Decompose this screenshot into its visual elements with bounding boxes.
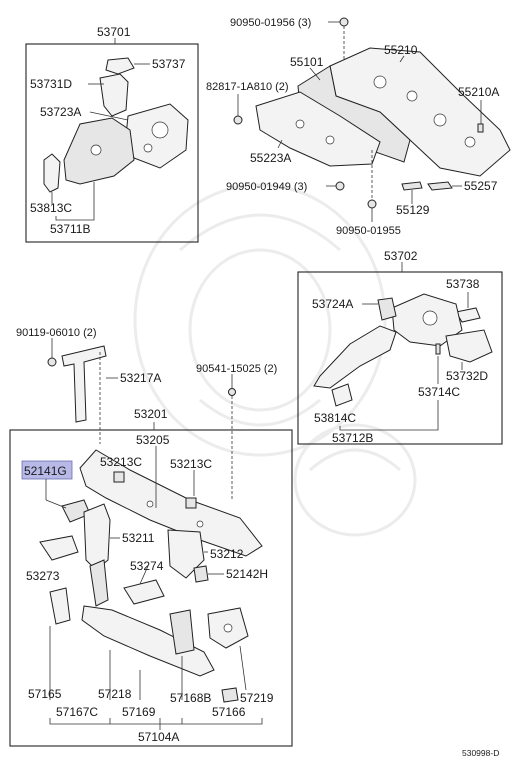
- group-box-53702: [297, 271, 503, 445]
- label-53702: 53702: [384, 249, 418, 263]
- label-53217A: 53217A: [120, 371, 161, 385]
- label-90950-01949: 90950-01949 (3): [226, 181, 307, 193]
- part-53273-lower[interactable]: [49, 587, 71, 625]
- part-53213C-right[interactable]: [185, 497, 197, 509]
- label-53711B: 53711B: [50, 222, 90, 236]
- bolt-90119[interactable]: [47, 357, 57, 367]
- watermark-emblem: [133, 183, 417, 537]
- part-53738[interactable]: [455, 307, 481, 323]
- label-55210: 55210: [384, 43, 418, 57]
- label-57167C: 57167C: [56, 705, 98, 719]
- group-53201: 53201 53205 52141G 53213C 53213C 53211 5…: [9, 407, 293, 747]
- part-clip-57166[interactable]: [221, 687, 239, 703]
- label-57168B: 57168B: [170, 691, 211, 705]
- bolt-90541[interactable]: [228, 388, 236, 396]
- label-53714C: 53714C: [418, 385, 460, 399]
- label-53738: 53738: [446, 277, 480, 291]
- group-box-53701: [25, 43, 199, 243]
- label-55129: 55129: [396, 203, 430, 217]
- label-53814C: 53814C: [314, 411, 356, 425]
- highlight-52141G: [21, 460, 73, 480]
- label-57165: 57165: [28, 687, 62, 701]
- part-lower-support[interactable]: [81, 605, 215, 677]
- label-53211: 53211: [122, 531, 155, 545]
- part-53205[interactable]: [79, 449, 263, 557]
- group-53701: 53701 53737 53731D 53723A 53813C 53711B: [25, 25, 199, 243]
- label-82817: 82817-1A810 (2): [206, 81, 289, 93]
- clip-82817[interactable]: [233, 115, 243, 125]
- part-55129[interactable]: [401, 181, 423, 191]
- clip-90950-01949[interactable]: [335, 181, 345, 191]
- part-53273[interactable]: [39, 535, 79, 561]
- label-57166: 57166: [212, 705, 246, 719]
- part-53737[interactable]: [105, 57, 135, 75]
- part-52142H[interactable]: [193, 565, 209, 583]
- group-dash-panel: 90950-01956 (3) 55210 55101 82817-1A810 …: [206, 17, 511, 237]
- label-53724A: 53724A: [312, 297, 353, 311]
- group-53702: 53702 53738 53724A 53732D 53714C 53814C …: [297, 249, 503, 445]
- part-side-member[interactable]: [313, 325, 397, 389]
- label-53201: 53201: [134, 407, 168, 421]
- label-52142H: 52142H: [226, 567, 268, 581]
- label-90950-01955: 90950-01955: [336, 225, 401, 237]
- label-57104A: 57104A: [138, 730, 179, 744]
- group-box-53201: [9, 429, 293, 747]
- part-53274[interactable]: [123, 579, 165, 605]
- label-53213C-b: 53213C: [170, 457, 212, 471]
- label-52141G[interactable]: 52141G: [24, 464, 67, 478]
- label-57169: 57169: [122, 705, 156, 719]
- part-53813C[interactable]: [43, 153, 61, 193]
- label-53274: 53274: [130, 559, 164, 573]
- group-support-brace: 90119-06010 (2) 53217A 90541-15025 (2): [16, 327, 277, 500]
- label-53701: 53701: [97, 25, 131, 39]
- label-53813C: 53813C: [30, 201, 72, 215]
- clip-90950-01956[interactable]: [339, 17, 349, 27]
- screw-55210A[interactable]: [477, 123, 484, 133]
- part-53724A[interactable]: [377, 297, 397, 321]
- label-55101: 55101: [290, 55, 324, 69]
- label-55223A: 55223A: [250, 151, 291, 165]
- label-53712B: 53712B: [332, 431, 373, 445]
- part-53213C-left[interactable]: [113, 471, 125, 483]
- part-53732D[interactable]: [445, 329, 493, 363]
- label-53205: 53205: [136, 433, 170, 447]
- part-side-bracket-right[interactable]: [169, 609, 195, 655]
- label-90119: 90119-06010 (2): [16, 327, 97, 339]
- label-53273: 53273: [26, 569, 60, 583]
- label-55257: 55257: [464, 179, 498, 193]
- label-90541: 90541-15025 (2): [196, 363, 277, 375]
- part-53814C[interactable]: [331, 383, 353, 407]
- clip-90950-01955[interactable]: [367, 199, 377, 209]
- part-stud[interactable]: [435, 343, 441, 355]
- diagram-ref: 530998-D: [462, 748, 499, 758]
- part-53211[interactable]: [83, 503, 111, 571]
- label-57219: 57219: [240, 691, 274, 705]
- part-53731D[interactable]: [99, 73, 129, 117]
- part-55223A[interactable]: [255, 91, 381, 167]
- label-53213C-a: 53213C: [100, 455, 142, 469]
- part-53217A[interactable]: [61, 345, 107, 423]
- label-57218: 57218: [98, 687, 132, 701]
- label-53737: 53737: [152, 57, 186, 71]
- label-55210A: 55210A: [458, 85, 499, 99]
- label-53731D: 53731D: [30, 77, 72, 91]
- label-53723A: 53723A: [40, 105, 81, 119]
- part-55257[interactable]: [427, 181, 453, 191]
- label-53732D: 53732D: [446, 369, 488, 383]
- part-side-bracket-left[interactable]: [89, 559, 109, 607]
- label-90950-01956: 90950-01956 (3): [230, 17, 311, 29]
- label-53212: 53212: [210, 547, 244, 561]
